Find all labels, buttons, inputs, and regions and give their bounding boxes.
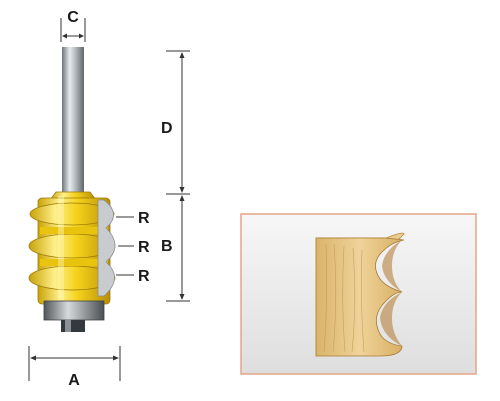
label-a: A: [68, 372, 80, 389]
wood-front-face: [315, 237, 405, 357]
label-b: B: [161, 238, 173, 255]
dimension-d: D: [161, 50, 190, 195]
shank: [62, 47, 84, 192]
radius-labels: R R R: [116, 210, 150, 285]
cutter-body: [28, 196, 116, 305]
label-d: D: [161, 120, 173, 137]
label-c: C: [67, 9, 79, 26]
profile-panel: [240, 213, 477, 375]
dimension-b: B: [161, 195, 190, 302]
label-r-bottom: R: [138, 268, 150, 285]
wood-grain: [323, 243, 365, 353]
dimension-a: A: [28, 346, 121, 389]
bearing: [43, 300, 105, 332]
dimension-c: C: [60, 9, 86, 42]
label-r-top: R: [138, 210, 150, 227]
label-r-middle: R: [138, 239, 150, 256]
